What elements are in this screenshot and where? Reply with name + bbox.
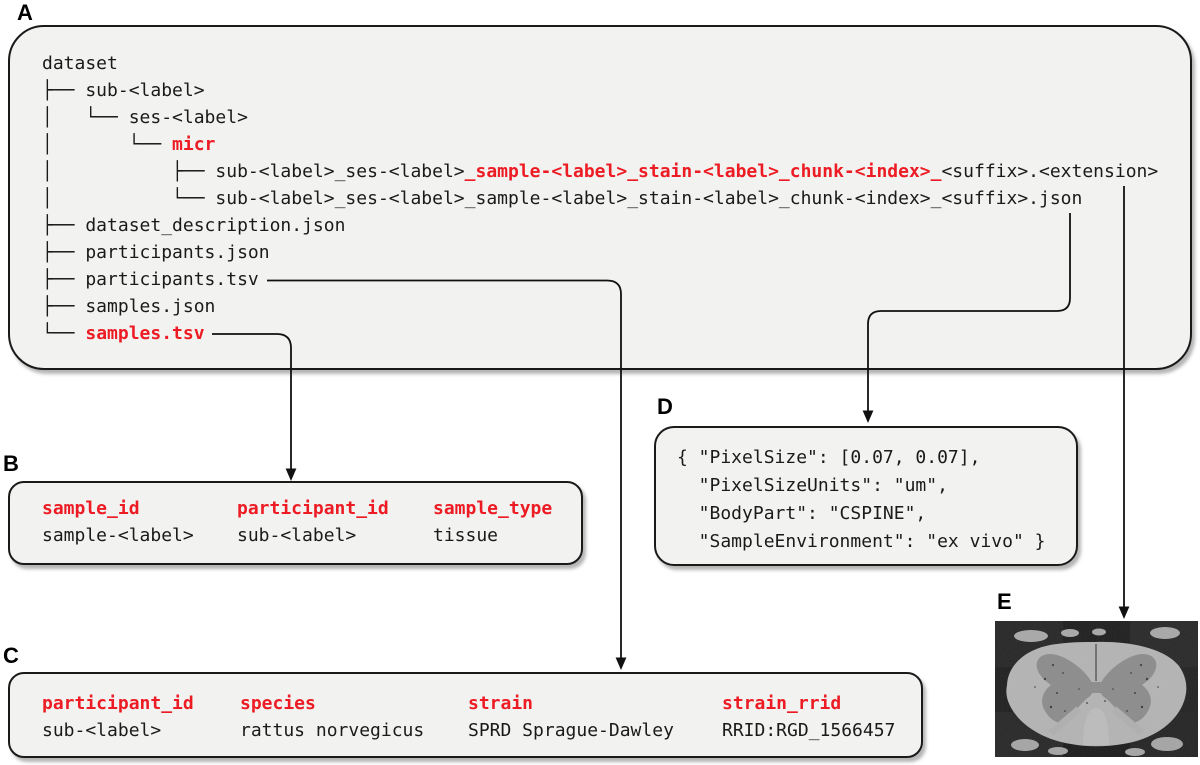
participants-tsv-table: participant_id sub-<label> species rattus n… xyxy=(10,674,921,744)
tree-text: dataset xyxy=(42,53,118,74)
panel-c-label: C xyxy=(3,643,19,668)
table-column: species rattus norvegicus xyxy=(240,690,468,744)
tree-row: ├── participants.json xyxy=(42,239,1158,266)
tree-text: ├── samples.json xyxy=(42,296,216,317)
column-header: species xyxy=(240,693,316,714)
tree-text: <suffix>.<extension> xyxy=(941,161,1159,182)
panel-d-box: { "PixelSize": [0.07, 0.07], "PixelSizeU… xyxy=(654,426,1078,566)
column-value: SPRD Sprague-Dawley xyxy=(468,720,674,741)
table-column: participant_id sub-<label> xyxy=(237,495,433,549)
tree-text: ├── dataset_description.json xyxy=(42,215,346,236)
json-line: "PixelSizeUnits": "um", xyxy=(677,475,948,496)
tree-text: ├── sub-<label> xyxy=(42,80,205,101)
spinal-cord-micrograph xyxy=(995,621,1198,757)
tree-row: │ └── micr xyxy=(42,131,1158,158)
column-value: sample-<label> xyxy=(42,525,194,546)
tree-row: ├── samples.json xyxy=(42,293,1158,320)
panel-a-box: dataset ├── sub-<label> │ └── ses-<label> │… xyxy=(8,25,1192,370)
json-line: "SampleEnvironment": "ex vivo" } xyxy=(677,531,1046,552)
tree-row: ├── participants.tsv xyxy=(42,266,1158,293)
column-value: sub-<label> xyxy=(237,525,357,546)
panel-b-label: B xyxy=(3,451,19,476)
file-tree: dataset ├── sub-<label> │ └── ses-<label> │… xyxy=(42,50,1158,347)
tree-row: dataset xyxy=(42,50,1158,77)
tree-row: └── samples.tsv xyxy=(42,320,1158,347)
column-header: strain_rrid xyxy=(722,693,842,714)
column-value: sub-<label> xyxy=(42,720,162,741)
table-column: sample_id sample-<label> xyxy=(42,495,237,549)
column-header: strain xyxy=(468,693,534,714)
tree-text: ├── participants.tsv xyxy=(42,269,259,290)
tree-entity-highlight: micr xyxy=(172,134,216,155)
tree-text: │ └── ses-<label> xyxy=(42,107,248,128)
panel-c-box: participant_id sub-<label> species rattus n… xyxy=(8,672,923,758)
panel-e-label: E xyxy=(997,589,1012,614)
tree-text: ├── participants.json xyxy=(42,242,270,263)
column-header: sample_id xyxy=(42,498,140,519)
table-column: participant_id sub-<label> xyxy=(42,690,240,744)
tree-text: │ └── xyxy=(42,134,173,155)
panel-a-label: A xyxy=(17,0,33,25)
tree-row: │ └── sub-<label>_ses-<label>_sample-<la… xyxy=(42,185,1158,212)
grain-overlay xyxy=(995,621,1198,757)
column-header: participant_id xyxy=(237,498,389,519)
tree-row: ├── sub-<label> xyxy=(42,77,1158,104)
json-line: { "PixelSize": [0.07, 0.07], xyxy=(677,447,981,468)
column-value: RRID:RGD_1566457 xyxy=(722,720,896,741)
tree-entity-highlight: samples.tsv xyxy=(85,323,205,344)
panel-d-label: D xyxy=(657,394,673,419)
json-line: "BodyPart": "CSPINE", xyxy=(677,503,927,524)
tree-row: │ └── ses-<label> xyxy=(42,104,1158,131)
json-snippet: { "PixelSize": [0.07, 0.07], "PixelSizeU… xyxy=(656,428,1076,556)
tree-entity-highlight: _sample-<label>_stain-<label>_chunk-<ind… xyxy=(464,161,942,182)
column-header: sample_type xyxy=(433,498,553,519)
tree-row: │ ├── sub-<label>_ses-<label>_sample-<la… xyxy=(42,158,1158,185)
tree-text: └── xyxy=(42,323,86,344)
column-value: tissue xyxy=(433,525,499,546)
tree-row: ├── dataset_description.json xyxy=(42,212,1158,239)
tree-text: │ ├── sub-<label>_ses-<label> xyxy=(42,161,465,182)
column-header: participant_id xyxy=(42,693,194,714)
tree-text: │ └── sub-<label>_ses-<label>_sample-<la… xyxy=(42,188,1083,209)
column-value: rattus norvegicus xyxy=(240,720,425,741)
